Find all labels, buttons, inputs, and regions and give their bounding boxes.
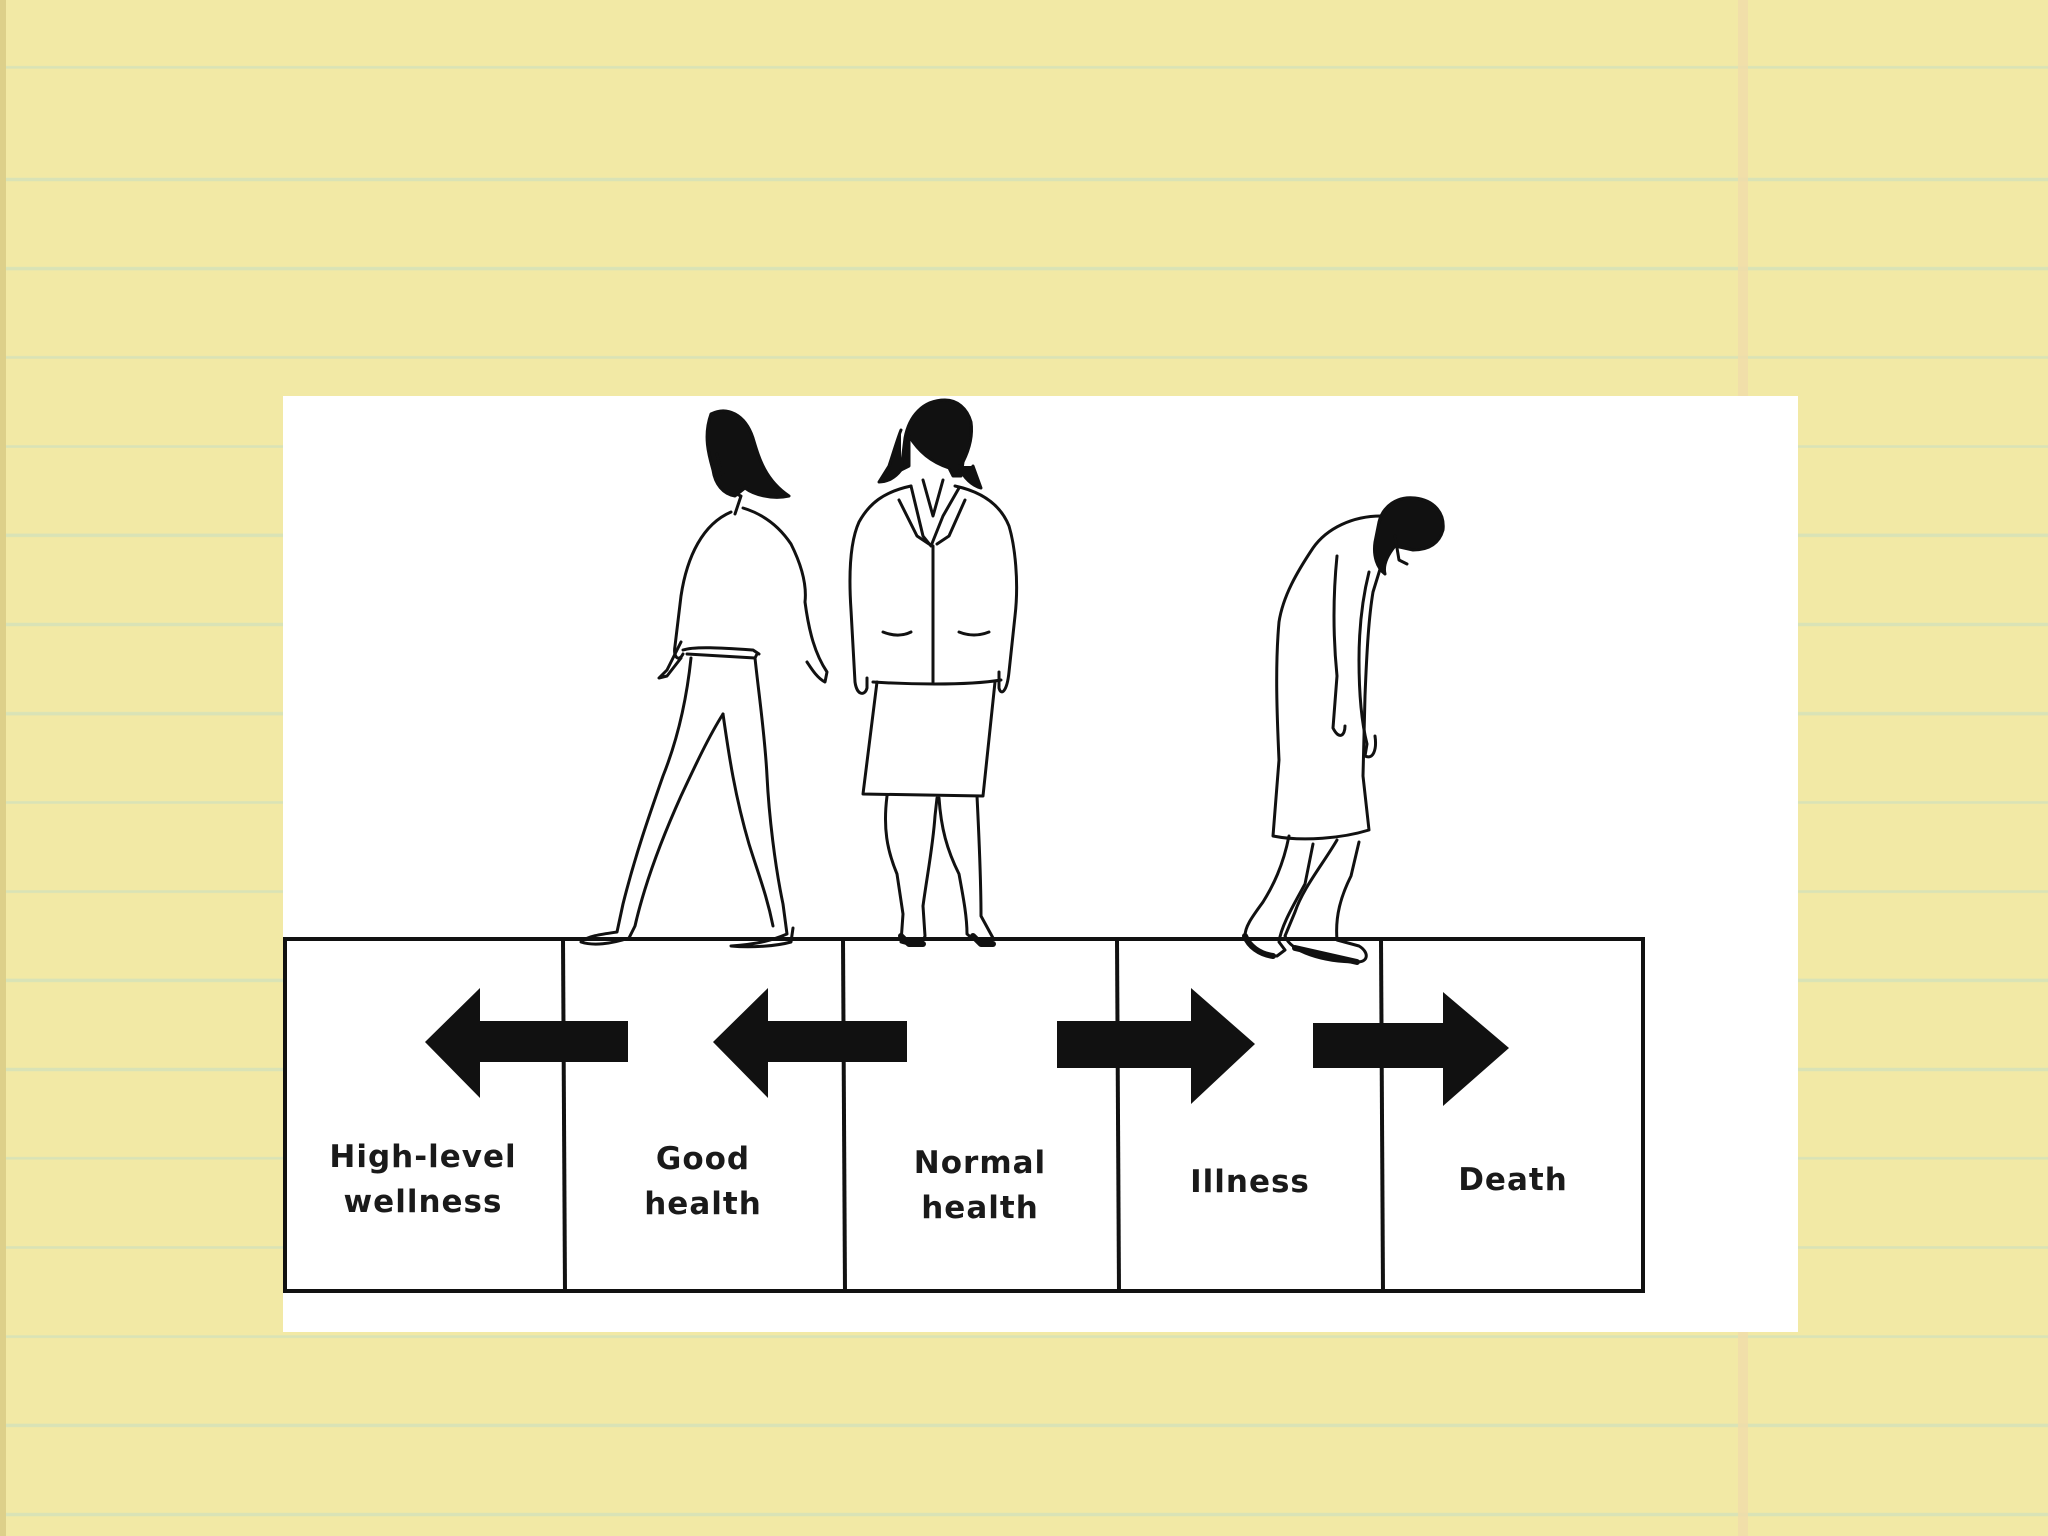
stage-label-illness: Illness bbox=[1190, 1164, 1310, 1200]
walking-woman-figure bbox=[579, 409, 829, 949]
stage-label-good-health: Good health bbox=[644, 1141, 762, 1222]
notebook-left-edge bbox=[0, 0, 6, 1536]
arrow-right-icon bbox=[1057, 988, 1255, 1104]
diagram-drawing bbox=[283, 398, 1645, 1294]
stage-label-death: Death bbox=[1458, 1162, 1568, 1198]
health-continuum-diagram: High-level wellness Good health Normal h… bbox=[283, 396, 1798, 1332]
continuum-frame bbox=[283, 937, 1645, 1293]
arrow-right-icon bbox=[1313, 992, 1509, 1106]
arrow-left-icon bbox=[425, 988, 628, 1098]
box-divider-1 bbox=[561, 938, 567, 1294]
stage-boxes bbox=[283, 937, 1645, 1294]
box-divider-2 bbox=[841, 938, 847, 1294]
hunched-woman-figure bbox=[1242, 496, 1445, 965]
stage-label-high-level-wellness: High-level wellness bbox=[329, 1139, 517, 1220]
arrow-left-icon bbox=[713, 988, 907, 1098]
box-divider-3 bbox=[1115, 938, 1121, 1294]
box-divider-4 bbox=[1379, 938, 1385, 1294]
stage-label-normal-health: Normal health bbox=[913, 1145, 1047, 1226]
arrows bbox=[425, 988, 1509, 1106]
standing-woman-figure bbox=[848, 398, 1019, 947]
